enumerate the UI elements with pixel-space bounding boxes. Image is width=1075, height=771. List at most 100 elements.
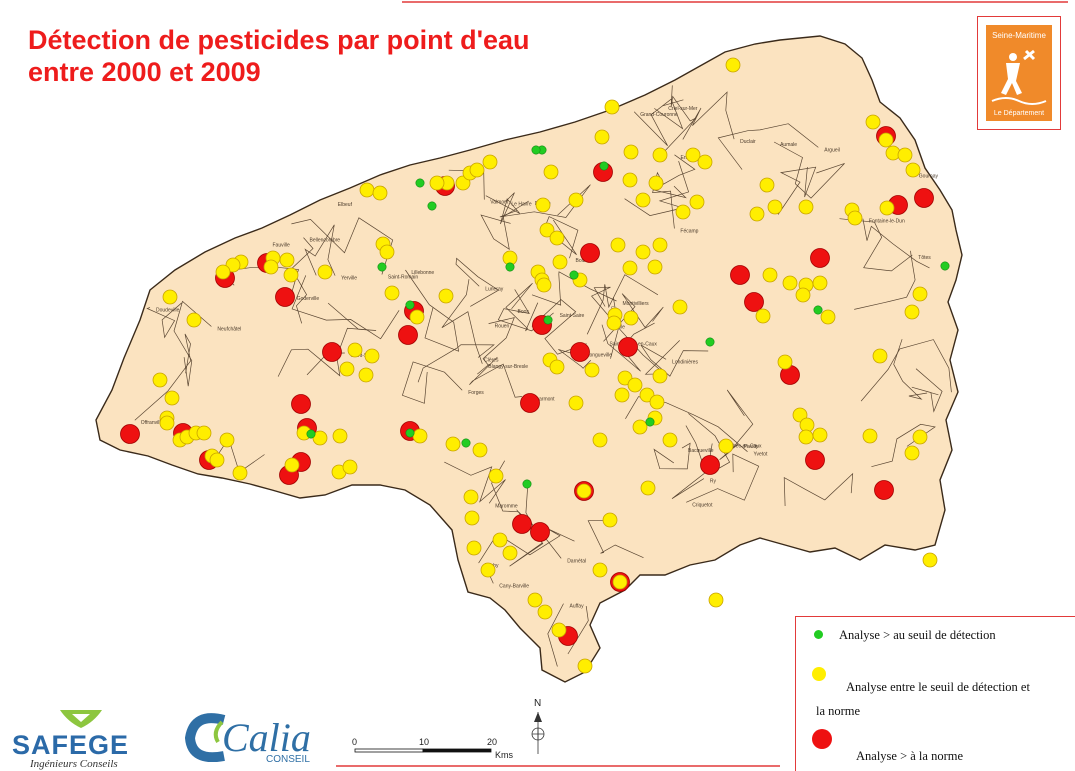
- point-between-threshold-norm: [482, 154, 498, 170]
- point-between-threshold-norm: [749, 206, 765, 222]
- point-between-threshold-norm: [649, 394, 665, 410]
- canton-border: [783, 472, 854, 507]
- point-between-threshold-norm: [472, 442, 488, 458]
- north-label: N: [534, 698, 542, 709]
- canton-border: [854, 250, 916, 310]
- point-between-threshold-norm: [905, 162, 921, 178]
- point-above-detection: [813, 305, 823, 315]
- point-between-threshold-norm: [847, 210, 863, 226]
- place-label: Longueville: [587, 352, 613, 358]
- point-above-norm: [520, 393, 540, 413]
- point-above-detection: [522, 479, 532, 489]
- place-label: Fontaine-le-Dun: [869, 219, 905, 225]
- canton-border: [686, 453, 760, 503]
- canton-border: [773, 141, 845, 199]
- place-label: Fécamp: [680, 229, 698, 235]
- point-between-threshold-norm: [358, 367, 374, 383]
- canton-border: [477, 317, 515, 375]
- point-between-threshold-norm: [219, 432, 235, 448]
- canton-border: [652, 154, 696, 199]
- point-between-threshold-norm: [652, 147, 668, 163]
- point-between-threshold-norm: [798, 429, 814, 445]
- point-above-norm: [618, 337, 638, 357]
- canton-border: [717, 123, 819, 170]
- canton-border: [531, 299, 587, 355]
- point-between-threshold-norm: [568, 192, 584, 208]
- place-label: Grand-Couronne: [640, 112, 678, 118]
- map-title: Détection de pesticides par point d'eau …: [28, 24, 530, 88]
- canton-border: [719, 389, 754, 460]
- canton-border: [587, 519, 644, 559]
- point-between-threshold-norm: [635, 192, 651, 208]
- point-above-norm: [914, 188, 934, 208]
- point-between-threshold-norm: [820, 309, 836, 325]
- point-between-threshold-norm: [672, 299, 688, 315]
- point-between-threshold-norm: [164, 390, 180, 406]
- point-between-threshold-norm: [412, 428, 428, 444]
- place-label: Bacqueville: [688, 448, 714, 454]
- point-above-norm: [291, 394, 311, 414]
- point-between-threshold-norm: [359, 182, 375, 198]
- point-between-threshold-norm: [622, 260, 638, 276]
- place-label: Boos: [518, 309, 530, 315]
- point-between-threshold-norm: [466, 540, 482, 556]
- point-between-threshold-norm: [279, 252, 295, 268]
- point-between-threshold-norm: [725, 57, 741, 73]
- point-above-norm: [805, 450, 825, 470]
- logo-figures-icon: [991, 49, 1047, 105]
- point-between-threshold-norm: [689, 194, 705, 210]
- point-above-detection: [599, 161, 609, 171]
- calia-name: Calia: [222, 715, 311, 760]
- canton-border: [291, 237, 314, 324]
- north-arrow-icon: [531, 712, 545, 754]
- point-between-threshold-norm: [675, 204, 691, 220]
- canton-border: [469, 356, 522, 398]
- point-between-threshold-norm: [912, 286, 928, 302]
- point-between-threshold-norm: [697, 154, 713, 170]
- place-label: Doudeville: [156, 307, 180, 313]
- place-label: Forges: [468, 390, 484, 396]
- place-label: Pavilly: [744, 444, 759, 450]
- place-label: Valmont: [490, 200, 509, 206]
- point-between-threshold-norm: [284, 457, 300, 473]
- calia-c-icon: [184, 713, 226, 762]
- place-label: Criel-sur-Mer: [668, 106, 698, 112]
- point-above-norm: [570, 342, 590, 362]
- place-label: Blangy-sur-Bresle: [488, 364, 528, 370]
- point-between-threshold-norm: [463, 489, 479, 505]
- point-between-threshold-norm: [922, 552, 938, 568]
- canton-border: [401, 361, 463, 404]
- calia-logo: Calia CONSEIL: [184, 704, 324, 768]
- canton-border: [304, 224, 336, 276]
- place-label: Saint-Saire: [560, 313, 585, 319]
- point-between-threshold-norm: [551, 622, 567, 638]
- point-between-threshold-norm: [332, 428, 348, 444]
- point-above-norm: [120, 424, 140, 444]
- point-between-threshold-norm: [862, 428, 878, 444]
- point-between-threshold-norm: [438, 288, 454, 304]
- point-between-threshold-norm: [549, 230, 565, 246]
- legend-green-dot: [814, 630, 823, 639]
- scale-bar: [354, 748, 492, 753]
- canton-border: [893, 339, 928, 400]
- point-above-norm: [275, 287, 295, 307]
- point-between-threshold-norm: [812, 427, 828, 443]
- point-between-threshold-norm: [429, 175, 445, 191]
- place-label: Aumale: [780, 142, 797, 148]
- point-between-threshold-norm: [767, 199, 783, 215]
- point-above-detection: [645, 417, 655, 427]
- place-label: Maromme: [495, 503, 518, 509]
- point-above-detection: [405, 428, 415, 438]
- logo-top-text: Seine-Maritime: [992, 31, 1046, 40]
- canton-border: [624, 160, 690, 216]
- scale-seg-2: [422, 748, 492, 753]
- point-between-threshold-norm: [549, 359, 565, 375]
- canton-border: [547, 603, 564, 667]
- point-between-threshold-norm: [604, 99, 620, 115]
- point-above-norm: [730, 265, 750, 285]
- point-between-threshold-norm: [215, 264, 231, 280]
- canton-border: [640, 344, 709, 377]
- canton-border: [441, 279, 483, 364]
- point-between-threshold-norm: [339, 361, 355, 377]
